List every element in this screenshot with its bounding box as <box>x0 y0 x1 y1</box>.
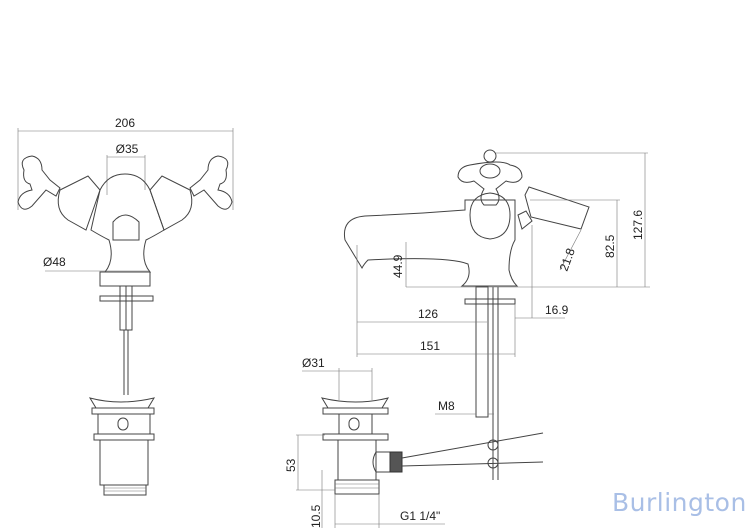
dim-16-9: 16.9 <box>545 303 569 317</box>
dim-48: Ø48 <box>43 255 66 269</box>
dim-82-5: 82.5 <box>603 234 617 258</box>
dim-21-8: 21.8 <box>557 246 578 273</box>
dim-127-6: 127.6 <box>631 210 645 240</box>
dim-10-5: 10.5 <box>309 504 323 528</box>
dim-31: Ø31 <box>302 356 325 370</box>
dim-44-9: 44.9 <box>391 254 405 278</box>
waste-view: Ø31 53 10.5 G1 1/4" <box>284 356 544 528</box>
dim-35: Ø35 <box>116 142 139 156</box>
dim-206: 206 <box>115 116 135 130</box>
dim-g1-1-4: G1 1/4" <box>400 509 440 523</box>
side-view: 44.9 82.5 127.6 21.8 16.9 126 151 M8 <box>343 149 650 480</box>
dim-53: 53 <box>284 458 298 472</box>
front-view: 206 Ø35 Ø48 <box>17 116 234 496</box>
dim-126: 126 <box>418 307 438 321</box>
dim-151: 151 <box>420 339 440 353</box>
brand-logo: Burlington <box>612 488 747 517</box>
dim-m8: M8 <box>438 399 455 413</box>
